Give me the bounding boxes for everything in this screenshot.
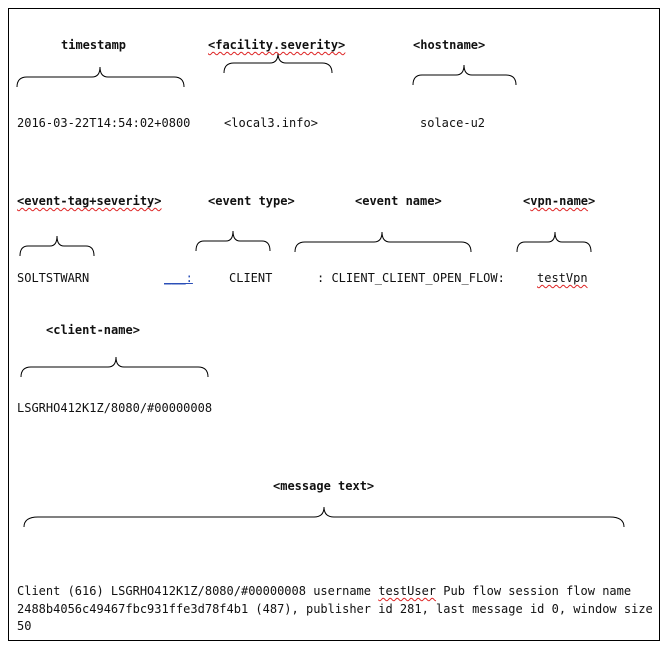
brace-hostname (412, 64, 517, 86)
label-vpn-name: <vpn-name> (523, 194, 596, 208)
value-event-tag-severity: SOLTSTWARN (17, 271, 90, 285)
message-part-1: Client (616) LSGRHO412K1Z/8080/#00000008… (17, 584, 379, 598)
value-hostname: solace-u2 (420, 116, 486, 130)
label-vpn-name-text: vpn-name (530, 194, 589, 208)
label-hostname: <hostname> (413, 38, 486, 52)
value-timestamp: 2016-03-22T14:54:02+0800 (17, 116, 191, 130)
diagram-frame (8, 8, 660, 641)
brace-event-type (195, 230, 271, 252)
label-client-name: <client-name> (46, 323, 140, 337)
message-username: testUser (378, 584, 437, 598)
brace-vpn-name (516, 231, 592, 253)
brace-facility-severity (223, 52, 333, 74)
label-event-tag-severity: <event-tag+severity> (17, 194, 162, 208)
value-separator: ___: (164, 271, 193, 285)
label-message-text: <message text> (273, 479, 375, 493)
brace-event-name (294, 231, 472, 253)
label-event-name: <event name> (355, 194, 442, 208)
brace-event-tag-severity (19, 235, 95, 257)
message-text-body: Client (616) LSGRHO412K1Z/8080/#00000008… (17, 583, 657, 636)
label-timestamp: timestamp (61, 38, 127, 52)
message-part-2: Pub flow session flow name 2488b4056c494… (17, 584, 660, 633)
brace-timestamp (16, 66, 185, 88)
label-event-type: <event type> (208, 194, 295, 208)
label-facility-severity: <facility.severity> (208, 38, 346, 52)
value-event-name: : CLIENT_CLIENT_OPEN_FLOW: (317, 271, 505, 285)
brace-message-text (23, 506, 625, 528)
value-vpn-name: testVpn (537, 271, 588, 285)
value-facility-severity: <local3.info> (224, 116, 318, 130)
value-client-name: LSGRHO412K1Z/8080/#00000008 (17, 401, 213, 415)
value-event-type: CLIENT (229, 271, 273, 285)
brace-client-name (20, 356, 209, 378)
